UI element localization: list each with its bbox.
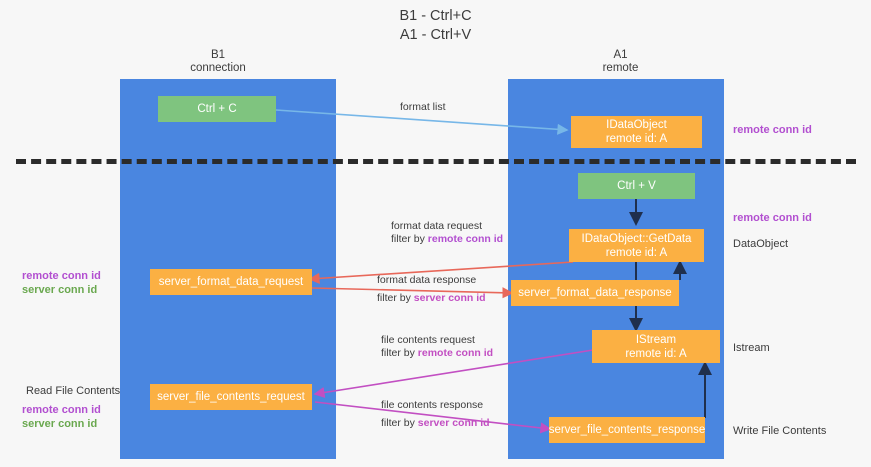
edge-line-1: format data request [391, 220, 483, 232]
node-server-format-data-response[interactable]: server_format_data_response [511, 280, 679, 306]
edge-line-2: filter by server conn id [377, 292, 486, 305]
annotation-left-remote-conn-id-2: remote conn id [22, 404, 101, 416]
edge-line-2: filter by remote conn id [381, 347, 493, 360]
edge-line-2-key: server conn id [413, 292, 486, 304]
node-ctrl-v[interactable]: Ctrl + V [578, 173, 695, 199]
edge-line-1: file contents request [381, 334, 475, 346]
node-istream[interactable]: IStream remote id: A [592, 330, 720, 363]
column-header-right: A1 remote [602, 49, 639, 74]
edge-line-2-prefix: filter by [381, 417, 418, 429]
edge-label-file-contents-response: file contents response filter by server … [381, 399, 490, 430]
edge-line-2-prefix: filter by [377, 292, 414, 304]
node-idataobject[interactable]: IDataObject remote id: A [571, 116, 702, 148]
node-idataobject-getdata[interactable]: IDataObject::GetData remote id: A [569, 229, 704, 262]
edge-line-1: file contents response [381, 399, 484, 411]
annotation-remote-conn-id-mid: remote conn id [733, 212, 812, 224]
node-ctrl-c[interactable]: Ctrl + C [158, 96, 276, 122]
annotation-read-file-contents: Read File Contents [26, 385, 121, 397]
annotation-remote-conn-id-top: remote conn id [733, 124, 812, 136]
edge-line-2-prefix: filter by [381, 347, 418, 359]
edge-line-2-prefix: filter by [391, 233, 428, 245]
page-title: B1 - Ctrl+C A1 - Ctrl+V [399, 8, 472, 43]
column-header-left: B1 connection [190, 49, 246, 74]
edge-label-format-list: format list [400, 101, 446, 113]
annotation-write-file-contents: Write File Contents [733, 425, 827, 437]
annotation-left-server-conn-id: server conn id [22, 284, 98, 296]
annotation-istream: Istream [733, 342, 770, 354]
annotation-left-remote-conn-id: remote conn id [22, 270, 101, 282]
annotation-dataobject: DataObject [733, 238, 789, 250]
edge-line-2-key: remote conn id [417, 347, 494, 359]
section-divider [16, 159, 856, 164]
edge-line-2-key: remote conn id [427, 233, 504, 245]
node-server-format-data-request[interactable]: server_format_data_request [150, 269, 312, 295]
node-server-file-contents-request[interactable]: server_file_contents_request [150, 384, 312, 410]
edge-label-format-data-response: format data response filter by server co… [377, 274, 486, 305]
node-server-file-contents-response[interactable]: server_file_contents_response [549, 417, 705, 443]
edge-line-2: filter by remote conn id [391, 233, 503, 246]
edge-line-1: format data response [377, 274, 477, 286]
edge-label-format-data-request: format data request filter by remote con… [391, 220, 503, 246]
edge-label-file-contents-request: file contents request filter by remote c… [381, 334, 493, 360]
edge-line-2: filter by server conn id [381, 417, 490, 430]
annotation-left-server-conn-id-2: server conn id [22, 418, 98, 430]
edge-line-2-key: server conn id [417, 417, 490, 429]
